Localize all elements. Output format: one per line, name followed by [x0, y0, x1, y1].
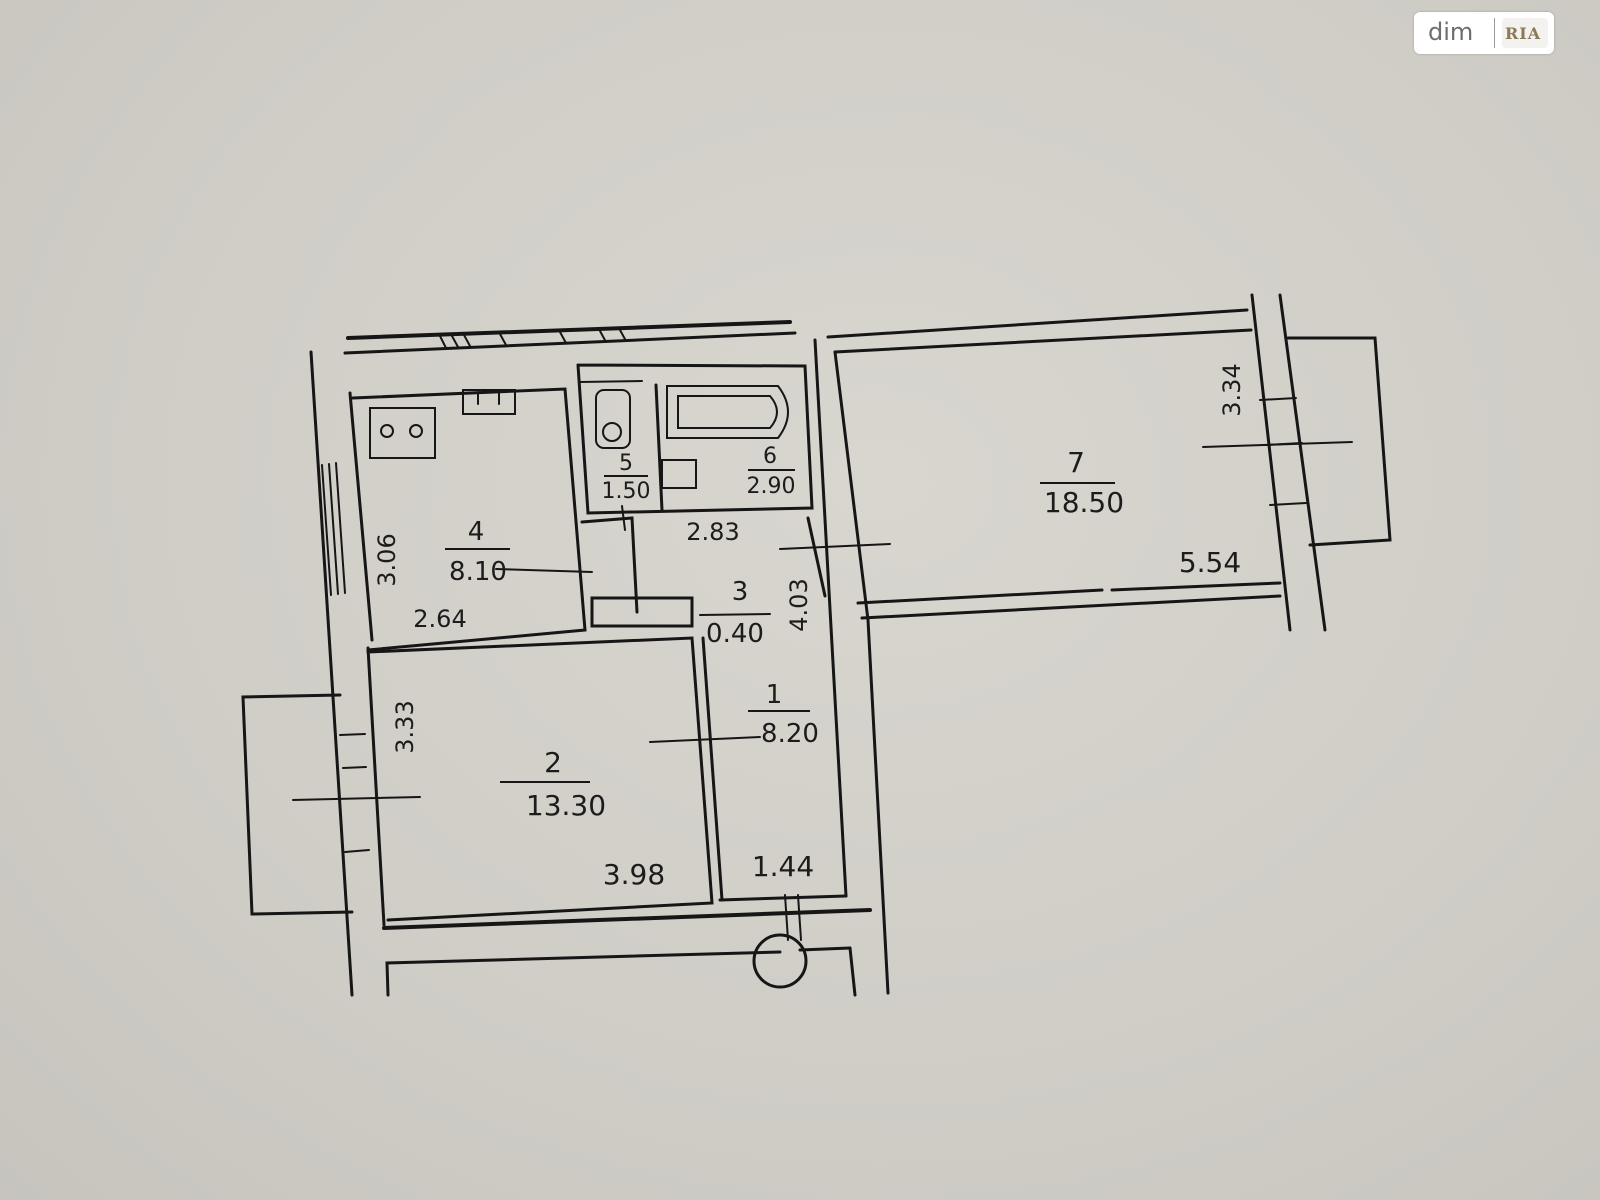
wall-bottom-right-end [848, 946, 857, 997]
room-7-bottom-wall-inner [856, 588, 1104, 605]
wall-right-lower [866, 618, 890, 995]
room-2-number: 2 [544, 746, 562, 779]
room-1-number: 1 [766, 680, 783, 710]
wall-top-outer [343, 331, 797, 355]
room-2-walls [366, 636, 714, 922]
room-2-1-wall [701, 636, 724, 902]
wc-bath-divider [654, 383, 664, 512]
room-7-number: 7 [1067, 446, 1085, 479]
room-3-area: 0.40 [706, 619, 764, 649]
room-7-right-wall-a [1250, 293, 1292, 632]
hall-right-wall-inner [806, 516, 827, 598]
wall-left-outer [309, 350, 354, 997]
bathroom-block [576, 363, 814, 515]
riser-pipe [752, 933, 808, 989]
riser-line-b [797, 894, 802, 941]
kitchen-stove [369, 407, 436, 459]
dim-r7-height: 3.34 [1218, 363, 1246, 416]
balcony-right-tick [1202, 441, 1353, 448]
dim-r1-width: 1.44 [752, 850, 814, 883]
dim-hall-width: 2.83 [686, 518, 739, 546]
room-7-top-wall-inner [833, 328, 1253, 354]
dim-r2-height: 3.33 [391, 700, 419, 753]
room-7-bottom-wall [860, 594, 1282, 620]
room-7-bottom-wall-inner-b [1110, 581, 1282, 592]
leader-3 [699, 613, 771, 616]
bath-sink [661, 459, 697, 489]
dim-hall-height: 4.03 [785, 578, 813, 631]
wall-top-hatching [439, 329, 627, 349]
dim-r2-width: 3.98 [603, 858, 665, 891]
wall-left-inner [348, 391, 374, 642]
watermark-separator [1494, 18, 1495, 48]
room-4-area: 8.10 [449, 557, 507, 587]
balcony-left-tick [292, 796, 421, 801]
leader-room-1 [649, 736, 761, 743]
balcony-right [1286, 336, 1392, 547]
closet-3 [590, 596, 694, 628]
room-1-area: 8.20 [761, 719, 819, 749]
leader-room-4 [495, 568, 593, 573]
riser-line-a [784, 894, 789, 941]
wall-bottom-inner [382, 908, 872, 930]
window-kitchen [321, 462, 346, 596]
room-5-area: 1.50 [602, 479, 651, 504]
leader-hall [621, 505, 626, 531]
wc-inner-wall [579, 380, 643, 383]
room-4-walls [351, 387, 587, 652]
wall-top-inner [346, 320, 792, 340]
bathtub [666, 385, 789, 439]
room-7-right-wall-b [1278, 293, 1327, 632]
wall-left-inner-lower [366, 646, 386, 927]
room-1-bottom [718, 894, 848, 902]
room-3-number: 3 [732, 577, 749, 607]
dim-r4-width: 2.64 [413, 605, 466, 633]
dim-ria-watermark: dim RIA [1414, 12, 1554, 54]
window-room-2 [339, 733, 370, 853]
balcony-left [241, 693, 354, 916]
dim-r7-width: 5.54 [1179, 546, 1241, 579]
hall-walls [580, 516, 639, 614]
watermark-logo-text: RIA [1505, 24, 1542, 43]
room-7-area: 18.50 [1044, 486, 1124, 519]
room-4-number: 4 [468, 517, 485, 547]
room-6-number: 6 [763, 444, 777, 469]
watermark-brand: dim [1428, 18, 1474, 46]
toilet-fixture [595, 389, 631, 449]
hall-right-wall [813, 338, 848, 898]
wall-bottom-outer [385, 950, 782, 997]
wall-bottom-outer-right [798, 946, 852, 952]
room-5-number: 5 [619, 451, 633, 476]
kitchen-sink [462, 389, 516, 415]
room-7-top-wall [826, 308, 1249, 339]
dim-r4-height: 3.06 [373, 533, 401, 586]
room-2-area: 13.30 [526, 789, 606, 822]
room-6-area: 2.90 [747, 474, 796, 499]
room-7-left-wall [833, 350, 870, 622]
room-7-door-tick [779, 543, 891, 550]
ria-logo-icon: RIA [1502, 18, 1548, 48]
